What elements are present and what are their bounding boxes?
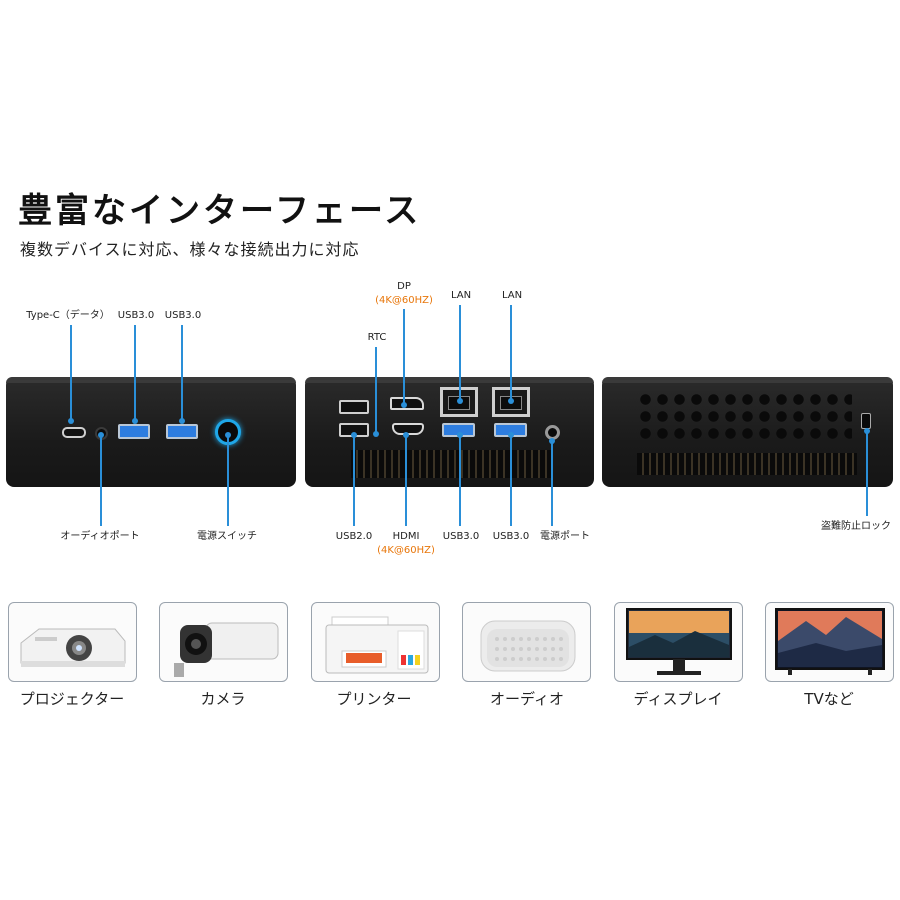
label-dp-spec: (4K@60HZ) (375, 295, 433, 306)
leader-dot (457, 398, 463, 404)
label-audio: オーディオポート (60, 531, 140, 542)
leader-dot (508, 398, 514, 404)
leader-usb3-rear-1 (459, 434, 461, 526)
rear-panel (305, 377, 594, 487)
side-vent-slits (637, 453, 857, 475)
label-lan-2: LAN (501, 290, 523, 301)
device-card-monitor (614, 602, 743, 682)
leader-power-switch (227, 434, 229, 526)
device-card-printer (311, 602, 440, 682)
leader-type-c (70, 325, 72, 421)
leader-dot (68, 418, 74, 424)
device-label-projector: プロジェクター (19, 690, 125, 708)
speaker-icon (480, 620, 576, 672)
label-usb3-rear-1: USB3.0 (442, 531, 480, 542)
leader-dot (132, 418, 138, 424)
label-usb2: USB2.0 (335, 531, 373, 542)
displayport (390, 397, 424, 410)
label-hdmi-spec: (4K@60HZ) (377, 545, 435, 556)
projector-icon (20, 628, 126, 667)
device-label-tv: TVなど (804, 690, 854, 708)
printer-icon (325, 616, 429, 674)
rear-vent (351, 450, 551, 478)
device-label-monitor: ディスプレイ (633, 690, 723, 708)
device-label-camera: カメラ (200, 690, 246, 708)
label-lock: 盗難防止ロック (821, 521, 891, 532)
leader-hdmi (405, 434, 407, 526)
leader-dp (403, 309, 405, 405)
device-card-camera (159, 602, 288, 682)
leader-audio (100, 434, 102, 526)
leader-usb3-front-2 (181, 325, 183, 421)
leader-lan-1 (459, 305, 461, 401)
camera-icon (174, 622, 279, 677)
leader-dot (401, 402, 407, 408)
label-hdmi: HDMI (392, 531, 420, 542)
label-rtc: RTC (367, 332, 387, 343)
leader-dot (98, 432, 104, 438)
usb2-port-1 (339, 400, 369, 414)
label-power-switch: 電源スイッチ (197, 531, 257, 542)
label-power-port: 電源ポート (540, 531, 590, 542)
usb3-port-front-1 (118, 424, 150, 439)
side-panel (602, 377, 893, 487)
label-usb3-front-1: USB3.0 (117, 310, 155, 321)
lock-slot (861, 413, 871, 429)
leader-lock (866, 430, 868, 516)
leader-dot (225, 432, 231, 438)
device-label-printer: プリンター (336, 690, 412, 708)
front-panel (6, 377, 296, 487)
label-usb3-rear-2: USB3.0 (492, 531, 530, 542)
leader-lan-2 (510, 305, 512, 401)
leader-dot (457, 432, 463, 438)
leader-usb2 (353, 434, 355, 526)
leader-dot (508, 432, 514, 438)
device-label-speaker: オーディオ (490, 690, 564, 708)
device-card-tv (765, 602, 894, 682)
page-title: 豊富なインターフェース (18, 191, 422, 231)
label-dp: DP (397, 281, 411, 292)
leader-dot (179, 418, 185, 424)
label-usb3-front-2: USB3.0 (164, 310, 202, 321)
leader-dot (351, 432, 357, 438)
usb3-port-front-2 (166, 424, 198, 439)
leader-usb3-front-1 (134, 325, 136, 421)
leader-power-port (551, 440, 553, 526)
device-card-speaker (462, 602, 591, 682)
device-card-projector (8, 602, 137, 682)
label-type-c: Type-C（データ） (26, 310, 110, 321)
leader-dot (549, 438, 555, 444)
leader-usb3-rear-2 (510, 434, 512, 526)
leader-dot (373, 431, 379, 437)
tv-icon (775, 608, 885, 675)
label-lan-1: LAN (450, 290, 472, 301)
leader-dot (864, 428, 870, 434)
monitor-icon (626, 608, 732, 675)
type-c-port (62, 427, 86, 438)
page-subtitle: 複数デバイスに対応、様々な接続出力に対応 (20, 240, 360, 259)
side-vent-holes (637, 391, 852, 441)
leader-dot (403, 432, 409, 438)
leader-rtc (375, 347, 377, 434)
